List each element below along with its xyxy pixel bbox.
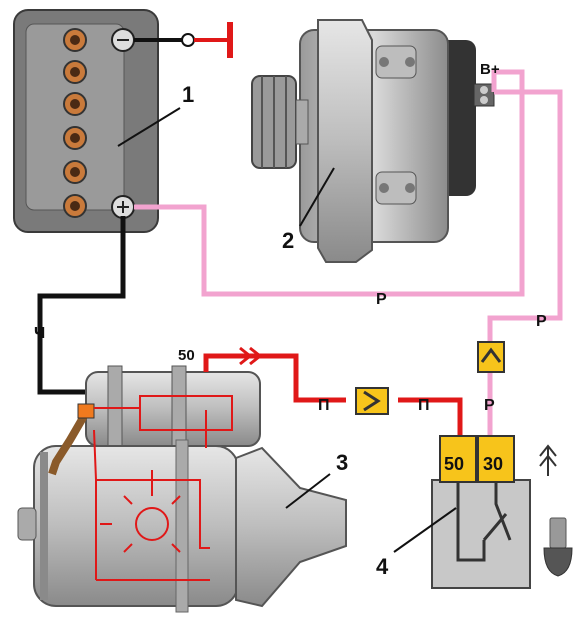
terminal-label-switch-30: 30 [483, 454, 503, 474]
wire-label-brown-right: П [418, 397, 430, 414]
callout-battery: 1 [182, 82, 194, 107]
callout-generator: 2 [282, 228, 294, 253]
terminal-label-bplus: B+ [480, 61, 500, 78]
starter-internal-circuit [93, 395, 233, 581]
wire-label-pink-bottom: Р [376, 291, 387, 308]
red-wire-starter-switch [203, 353, 463, 438]
starter [17, 365, 347, 613]
connector-brown [355, 387, 389, 415]
wire-label-black: Ч [34, 325, 45, 342]
wire-label-pink-term30: Р [484, 397, 495, 414]
terminal-label-switch-50: 50 [444, 454, 464, 474]
terminal-label-starter-50: 50 [178, 347, 195, 364]
pink-wire-battery-generator [134, 69, 525, 297]
wire-label-brown-left: П [318, 397, 330, 414]
wire-label-pink-right: Р [536, 313, 547, 330]
pink-wire-generator-switch [487, 89, 563, 438]
rotation-arrow-icon [539, 444, 557, 476]
ignition-switch [431, 435, 573, 589]
black-wire-battery-starter [37, 216, 126, 395]
battery-cell-caps [63, 28, 87, 218]
generator [251, 19, 495, 263]
switch-internal-contact [456, 482, 512, 562]
leader-lines [117, 107, 457, 553]
battery-positive-terminal [111, 195, 135, 219]
callout-ignition-switch: 4 [376, 554, 389, 579]
battery-negative-terminal [111, 28, 135, 52]
battery [13, 9, 159, 233]
generator-bplus-terminal [473, 83, 495, 107]
ground-wire [134, 22, 233, 58]
connector-pink [477, 341, 505, 373]
key-icon [543, 517, 573, 577]
generator-pulley [251, 75, 309, 169]
wire-arrow-marker [239, 346, 263, 366]
callout-starter: 3 [336, 450, 348, 475]
